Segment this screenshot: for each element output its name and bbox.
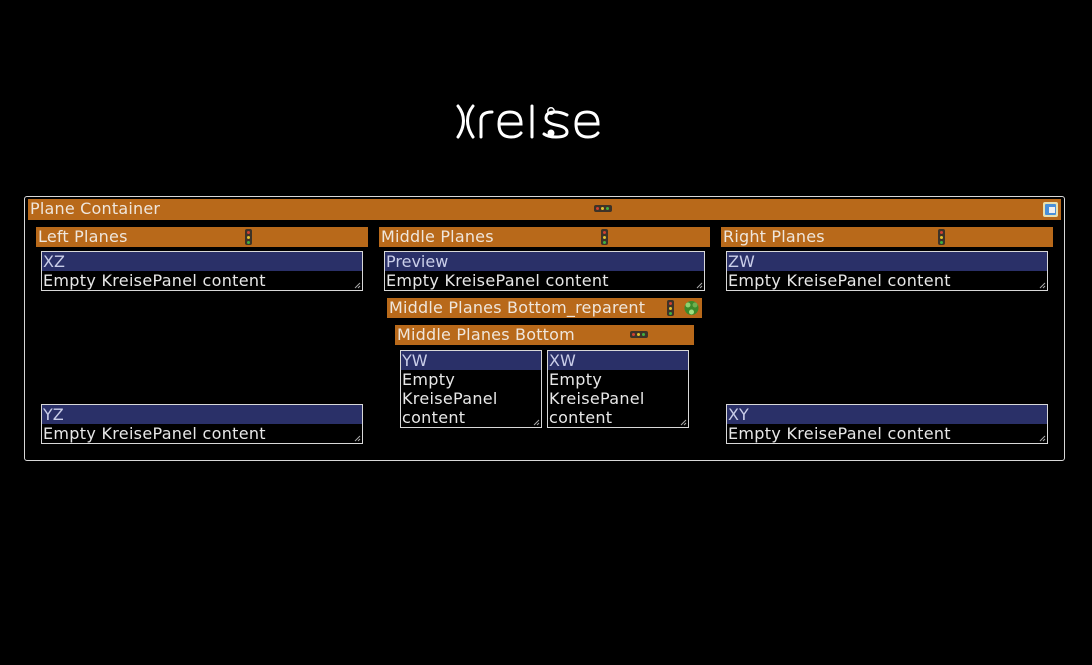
traffic-light-icon[interactable] [245, 229, 252, 245]
panel-xy[interactable]: XY Empty KreisePanel content [726, 404, 1048, 444]
panel-content: Empty KreisePanel content [43, 424, 266, 443]
traffic-light-icon[interactable] [667, 300, 674, 316]
panel-zw[interactable]: ZW Empty KreisePanel content [726, 251, 1048, 291]
panel-content: Empty KreisePanel content [43, 271, 266, 290]
middle-planes-bottom-title: Middle Planes Bottom [397, 325, 575, 344]
panel-content: Empty KreisePanel content [549, 370, 645, 427]
panel-content: Empty KreisePanel content [728, 424, 951, 443]
middle-planes-bottom-header[interactable]: Middle Planes Bottom [395, 325, 694, 345]
middle-planes-title: Middle Planes [381, 227, 494, 246]
panel-preview[interactable]: Preview Empty KreisePanel content [384, 251, 705, 291]
panel-content: Empty KreisePanel content [402, 370, 498, 427]
resize-grip-icon[interactable] [696, 282, 703, 289]
plane-container-title: Plane Container [30, 199, 161, 218]
panel-title: ZW [727, 252, 1047, 271]
panel-title: YZ [42, 405, 362, 424]
detach-window-icon[interactable] [1043, 202, 1058, 217]
panel-title: Preview [385, 252, 704, 271]
resize-grip-icon[interactable] [354, 282, 361, 289]
panel-content: Empty KreisePanel content [386, 271, 609, 290]
panel-xz[interactable]: XZ Empty KreisePanel content [41, 251, 363, 291]
right-planes-title: Right Planes [723, 227, 825, 246]
left-planes-title: Left Planes [38, 227, 128, 246]
left-planes-header[interactable]: Left Planes [36, 227, 368, 247]
resize-grip-icon[interactable] [354, 435, 361, 442]
traffic-light-icon[interactable] [594, 205, 612, 212]
reparent-title: Middle Planes Bottom_reparent [389, 298, 646, 317]
panel-content: Empty KreisePanel content [728, 271, 951, 290]
plane-container [24, 196, 1065, 461]
traffic-light-icon[interactable] [630, 331, 648, 338]
panel-title: YW [401, 351, 541, 370]
traffic-light-icon[interactable] [601, 229, 608, 245]
right-planes-header[interactable]: Right Planes [721, 227, 1053, 247]
resize-grip-icon[interactable] [533, 419, 540, 426]
panel-title: XY [727, 405, 1047, 424]
panel-yw[interactable]: YW Empty KreisePanel content [400, 350, 542, 428]
kreise-logo: kreise [456, 104, 600, 139]
resize-grip-icon[interactable] [680, 419, 687, 426]
plane-container-header[interactable]: Plane Container [28, 199, 1061, 220]
recycle-icon[interactable] [683, 300, 700, 316]
resize-grip-icon[interactable] [1039, 282, 1046, 289]
panel-title: XW [548, 351, 688, 370]
traffic-light-icon[interactable] [938, 229, 945, 245]
middle-planes-bottom-reparent-header[interactable]: Middle Planes Bottom_reparent [387, 298, 702, 318]
panel-yz[interactable]: YZ Empty KreisePanel content [41, 404, 363, 444]
resize-grip-icon[interactable] [1039, 435, 1046, 442]
panel-xw[interactable]: XW Empty KreisePanel content [547, 350, 689, 428]
middle-planes-header[interactable]: Middle Planes [379, 227, 710, 247]
panel-title: XZ [42, 252, 362, 271]
